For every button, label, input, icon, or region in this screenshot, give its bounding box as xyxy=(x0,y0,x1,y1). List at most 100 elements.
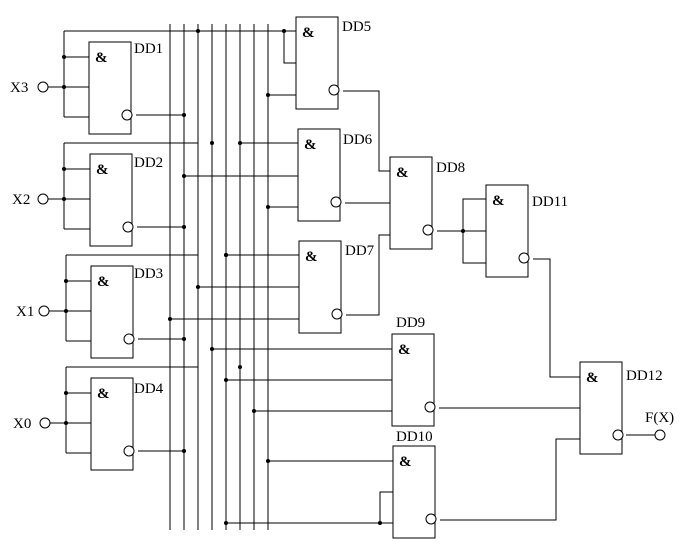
inversion-bubble xyxy=(123,445,135,457)
gate-symbol: & xyxy=(305,249,318,265)
gate-dd4: & DD4 xyxy=(90,377,164,471)
junction-dot xyxy=(64,279,68,283)
gate-label: DD6 xyxy=(343,132,373,148)
gate-dd11: &DD11 xyxy=(485,184,568,278)
inversion-bubble xyxy=(121,109,133,121)
junction-dot xyxy=(210,347,214,351)
gate-label: DD4 xyxy=(134,381,164,397)
wire xyxy=(283,31,296,64)
junction-dot xyxy=(182,225,186,229)
output-f: F(X) xyxy=(645,410,674,441)
gate-symbol: & xyxy=(97,386,110,402)
inversion-bubble xyxy=(612,429,624,441)
junction-dot xyxy=(266,93,270,97)
junction-dot xyxy=(196,285,200,289)
wires xyxy=(48,24,655,530)
junction-dots xyxy=(62,29,465,525)
gate-symbol: & xyxy=(396,165,409,181)
junction-dot xyxy=(182,449,186,453)
junction-dot xyxy=(62,197,66,201)
gate-dd5: &DD5 xyxy=(295,16,371,110)
gate-dd12: & DD12 xyxy=(579,361,663,455)
wire xyxy=(462,198,486,231)
wire xyxy=(440,438,580,521)
wire xyxy=(462,231,486,264)
junction-dot xyxy=(210,141,214,145)
junction-dot xyxy=(182,337,186,341)
gate-label: DD11 xyxy=(532,194,568,210)
wire xyxy=(343,90,390,172)
input-terminal xyxy=(38,305,50,317)
junction-dot xyxy=(196,29,200,33)
gate-dd1: & DD1 xyxy=(88,41,163,135)
output-terminal xyxy=(654,429,666,441)
gate-dd6: & DD6 xyxy=(297,128,373,222)
gate-dd8: & DD8 xyxy=(389,156,465,250)
wire xyxy=(346,234,390,316)
junction-dot xyxy=(461,229,465,233)
gate-label: DD5 xyxy=(342,19,371,35)
gate-dd7: & DD7 xyxy=(298,240,375,334)
junction-dot xyxy=(224,253,228,257)
input-x1: X1 xyxy=(16,304,50,320)
inversion-bubble xyxy=(331,308,343,320)
gate-symbol: & xyxy=(399,454,412,470)
gate-label: DD8 xyxy=(436,160,465,176)
junction-dot xyxy=(182,113,186,117)
junction-dot xyxy=(238,365,242,369)
gate-symbol: & xyxy=(95,50,108,66)
gate-label: DD12 xyxy=(626,368,663,384)
gate-label: DD9 xyxy=(396,315,425,331)
junction-dot xyxy=(168,317,172,321)
gate-dd3: &DD3 xyxy=(90,265,163,359)
junction-dot xyxy=(224,521,228,525)
inversion-bubble xyxy=(122,221,134,233)
junction-dot xyxy=(64,391,68,395)
input-x2: X2 xyxy=(12,192,49,208)
junction-dot xyxy=(238,141,242,145)
inversion-bubble xyxy=(330,196,342,208)
junction-dot xyxy=(252,409,256,413)
input-x0: X0 xyxy=(13,416,51,432)
wire xyxy=(379,491,393,523)
gates: &DD1&DD2&DD3&DD4&DD5&DD6&DD7&DD8&DD9&DD1… xyxy=(88,16,663,539)
junction-dot xyxy=(62,55,66,59)
junction-dot xyxy=(62,167,66,171)
gate-label: DD2 xyxy=(134,155,163,171)
junction-dot xyxy=(224,378,228,382)
inversion-bubble xyxy=(425,513,437,525)
input-terminal xyxy=(37,193,49,205)
input-label: X1 xyxy=(16,304,34,320)
input-label: X3 xyxy=(10,80,28,96)
gate-label: DD10 xyxy=(396,429,433,445)
gate-dd2: & DD2 xyxy=(89,153,163,247)
input-terminal xyxy=(39,417,51,429)
inversion-bubble xyxy=(422,224,434,236)
junction-dot xyxy=(64,421,68,425)
gate-symbol: & xyxy=(96,162,109,178)
junction-dot xyxy=(378,521,382,525)
junction-dot xyxy=(62,85,66,89)
gate-symbol: & xyxy=(586,370,599,386)
output-label: F(X) xyxy=(645,410,674,426)
gate-label: DD3 xyxy=(134,266,163,282)
input-label: X2 xyxy=(12,192,30,208)
junction-dot xyxy=(282,29,286,33)
junction-dot xyxy=(182,174,186,178)
gate-dd9: & DD9 xyxy=(391,315,436,427)
gate-dd10: & DD10 xyxy=(392,429,437,539)
gate-label: DD1 xyxy=(134,41,163,57)
inversion-bubble xyxy=(328,84,340,96)
junction-dot xyxy=(266,205,270,209)
gate-symbol: & xyxy=(304,137,317,153)
input-x3: X3 xyxy=(10,80,49,96)
wire xyxy=(533,258,580,378)
gate-label: DD7 xyxy=(345,243,375,259)
gate-symbol: & xyxy=(398,342,411,358)
junction-dot xyxy=(266,459,270,463)
inversion-bubble xyxy=(424,401,436,413)
junction-dot xyxy=(64,309,68,313)
inversion-bubble xyxy=(518,252,530,264)
